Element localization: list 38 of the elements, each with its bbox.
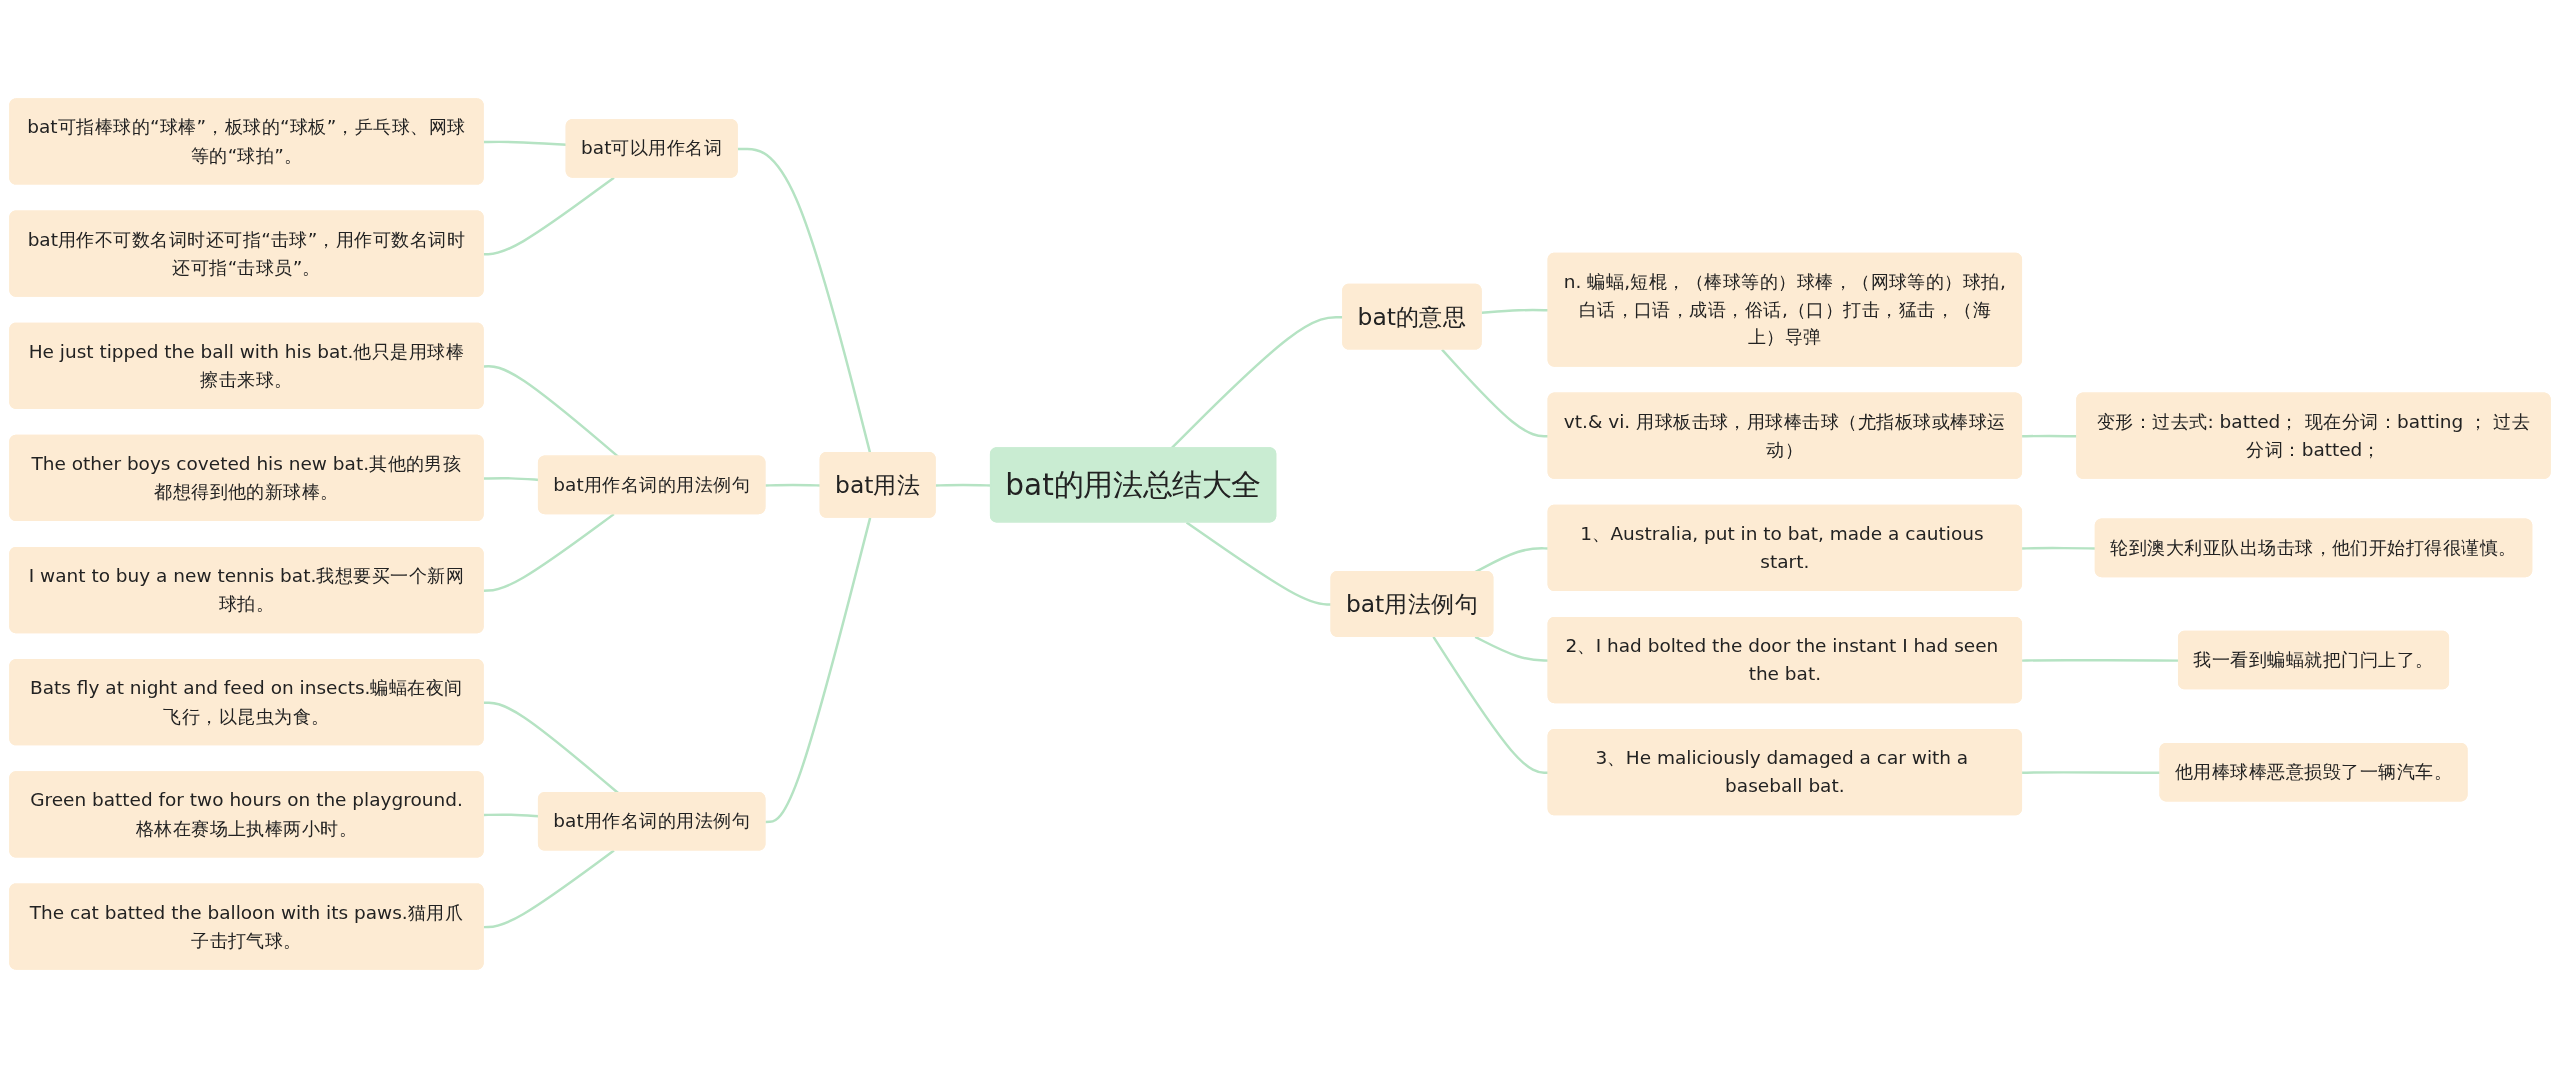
central-topic-box: bat的用法总结大全 <box>989 447 1277 523</box>
connector-line <box>483 176 615 256</box>
topic-box: bat用法 <box>819 451 936 518</box>
topic-box: bat用法例句 <box>1330 570 1494 637</box>
topic-box: 2、I had bolted the door the instant I had seen the bat. <box>1547 616 2023 704</box>
topic-box: Bats fly at night and feed on insects.蝙蝠在夜间飞行，以昆虫为食。 <box>9 659 484 746</box>
connector-line <box>1441 348 1549 438</box>
topic-box: He just tipped the ball with his bat.他只是用球棒擦击来球。 <box>9 322 484 409</box>
connector-line <box>483 140 567 147</box>
topic-box: 他用棒球棒恶意损毁了一辆汽车。 <box>2159 742 2468 802</box>
connector-line <box>483 513 615 592</box>
topic-box: bat可指棒球的“球棒”，板球的“球板”，乒乓球、网球等的“球拍”。 <box>9 98 484 185</box>
connector-line <box>2022 771 2161 774</box>
connector-line <box>483 365 620 458</box>
connector-line <box>483 849 615 929</box>
topic-box: 1、Australia, put in to bat, made a cautious start. <box>1547 504 2023 591</box>
topic-box: I want to buy a new tennis bat.我想要买一个新网球拍。 <box>9 546 484 634</box>
connector-line <box>1432 636 1549 774</box>
topic-box: 我一看到蝙蝠就把门闩上了。 <box>2177 630 2450 690</box>
topic-box: bat的意思 <box>1342 283 1482 350</box>
topic-box: Green batted for two hours on the playground.格林在赛场上执棒两小时。 <box>9 771 484 858</box>
connector-line <box>737 147 872 454</box>
connector-line <box>765 483 821 487</box>
connector-line <box>1185 521 1332 606</box>
connector-line <box>1481 308 1549 315</box>
topic-box: bat用作名词的用法例句 <box>537 455 766 515</box>
topic-box: bat可以用作名词 <box>565 119 738 178</box>
topic-box: 轮到澳大利亚队出场击球，他们开始打得很谨慎。 <box>2094 518 2533 578</box>
connector-line <box>1474 635 1549 662</box>
topic-box: The cat batted the balloon with its paws.猫用爪子击打气球。 <box>9 883 484 970</box>
topic-box: The other boys coveted his new bat.其他的男孩都想得到他的新球棒。 <box>9 434 484 522</box>
topic-box: bat用作名词的用法例句 <box>537 792 766 851</box>
connector-line <box>765 517 872 824</box>
topic-box: 3、He maliciously damaged a car with a baseball bat. <box>1547 729 2023 816</box>
topic-box: 变形：过去式: batted； 现在分词：batting ； 过去分词：batted； <box>2076 392 2551 479</box>
topic-box: vt.& vi. 用球板击球，用球棒击球（尤指板球或棒球运动） <box>1547 392 2023 479</box>
topic-box: bat用作不可数名词时还可指“击球”，用作可数名词时还可指“击球员”。 <box>9 210 484 297</box>
topic-box: n. 蝙蝠,短棍，（棒球等的）球棒，（网球等的）球拍,白话，口语，成语，俗话,（口）打击，猛击，（海上）导弹 <box>1547 252 2023 367</box>
